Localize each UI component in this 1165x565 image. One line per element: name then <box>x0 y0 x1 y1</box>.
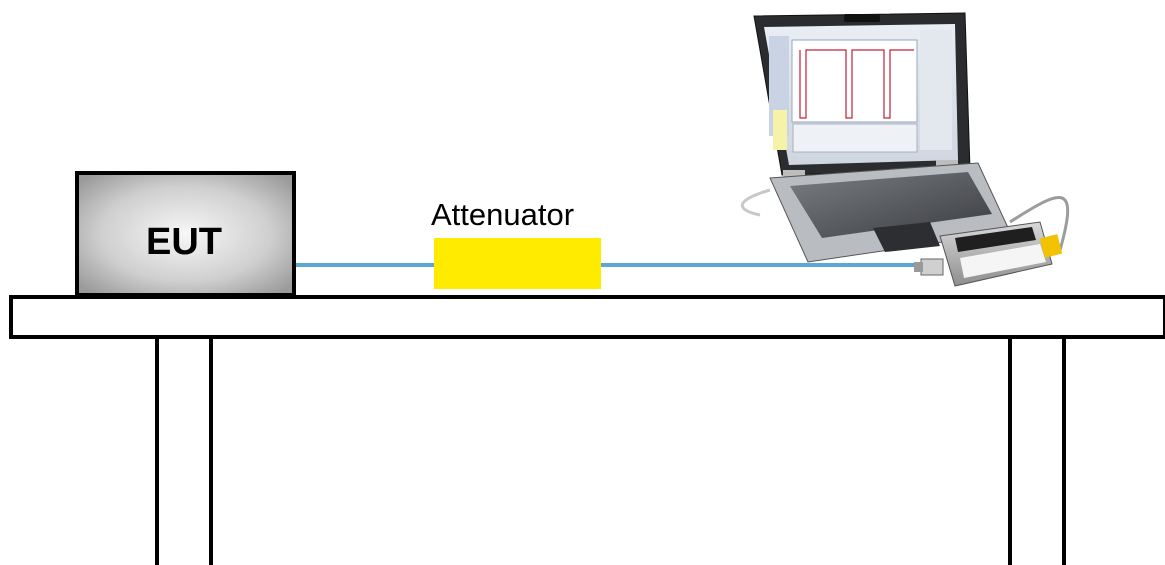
eut-box: EUT <box>75 171 296 297</box>
laptop-icon <box>740 12 1070 263</box>
table-top <box>9 295 1165 339</box>
table-leg-right <box>1008 337 1066 565</box>
eut-label: EUT <box>146 221 222 263</box>
attenuator-label: Attenuator <box>431 197 574 232</box>
table-leg-left <box>155 337 213 565</box>
attenuator: Attenuator <box>431 197 601 289</box>
power-sensor-icon <box>914 221 1063 287</box>
